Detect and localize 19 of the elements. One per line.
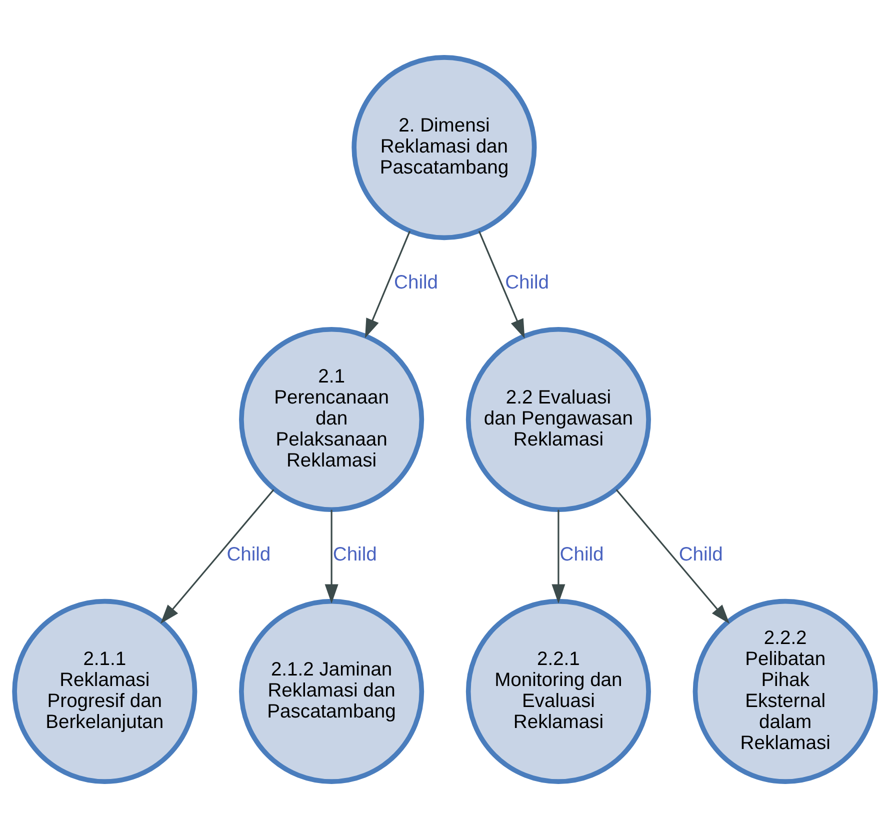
node-circle: 2. Dimensi Reklamasi dan Pascatambang	[352, 55, 537, 240]
node-circle: 2.2.1 Monitoring dan Evaluasi Reklamasi	[466, 598, 651, 784]
edge-label: Child	[394, 272, 438, 294]
node-circle: 2.1 Perencanaan dan Pelaksanaan Reklamasi	[239, 326, 424, 512]
arrow	[552, 510, 566, 604]
arrow	[160, 489, 274, 624]
node-circle: 2.2.2 Pelibatan Pihak Eksternal dalam Reklamasi	[692, 598, 878, 784]
arrow	[616, 489, 730, 624]
edge-label: Child	[226, 544, 271, 566]
arrow	[365, 230, 411, 338]
edge-label: Child	[678, 544, 723, 566]
node-circle: 2.1.2 Jaminan Reklamasi dan Pascatambang	[239, 598, 424, 784]
node-circle: 2.1.1 Reklamasi Progresif dan Berkelanjutan	[12, 598, 198, 784]
edge-label: Child	[332, 544, 377, 566]
edge-label: Child	[560, 544, 604, 566]
arrow	[324, 510, 338, 604]
arrow	[478, 230, 525, 339]
node-circle: 2.2 Evaluasi dan Pengawasan Reklamasi	[466, 326, 651, 512]
edge-label: Child	[505, 272, 550, 294]
